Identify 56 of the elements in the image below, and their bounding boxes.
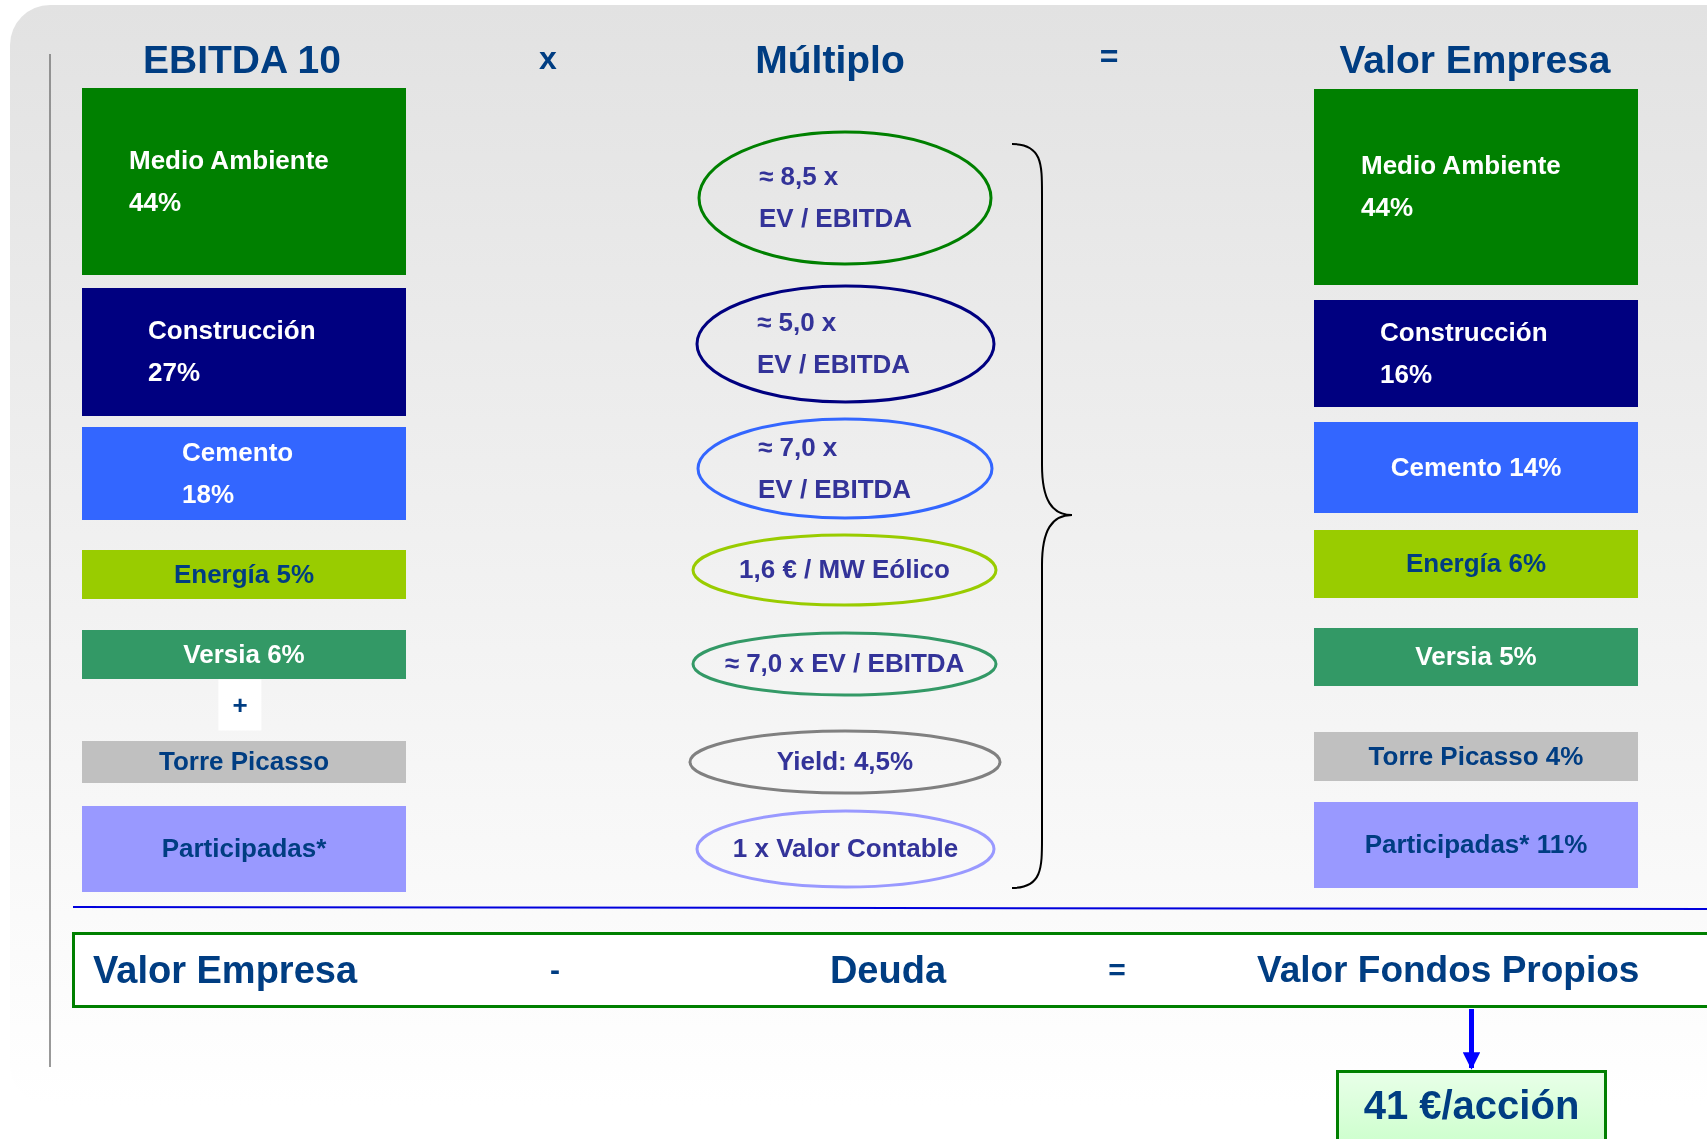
arrow	[1462, 1009, 1481, 1070]
segment-label: Participadas* 11%	[1364, 828, 1588, 862]
segment-box	[1314, 628, 1638, 686]
operator-sign: =	[1099, 37, 1119, 75]
segment-label: 18%	[182, 477, 235, 511]
segment-box	[82, 550, 406, 599]
multiple-label: ≈ 7,0 x	[758, 430, 838, 464]
column-heading: Múltiplo	[755, 38, 905, 82]
multiple-label: ≈ 8,5 x	[759, 160, 839, 194]
segment-box	[1314, 300, 1638, 407]
segment-box	[1314, 530, 1638, 598]
operator-sign: x	[539, 39, 557, 77]
segment-box	[1314, 422, 1638, 513]
segment-label: Torre Picasso 4%	[1368, 739, 1584, 773]
segment-box	[1314, 89, 1638, 285]
segment-label: Versia 5%	[1415, 640, 1537, 674]
segment-label: Construcción	[1380, 315, 1548, 349]
multiple-label: EV / EBITDA	[757, 348, 911, 381]
formula-term: Deuda	[828, 948, 948, 993]
segment-label: 27%	[148, 356, 201, 389]
segment-label: Torre Picasso	[158, 745, 329, 779]
multiple-label: ≈ 5,0 x	[757, 306, 837, 340]
segment-label: Participadas*	[161, 832, 327, 866]
segment-label: Energía 6%	[1405, 547, 1547, 581]
segment-label: 44%	[1361, 191, 1414, 224]
segment-box	[1314, 802, 1638, 888]
segment-label: Medio Ambiente	[1361, 149, 1561, 183]
segment-label: Versia 6%	[183, 637, 305, 671]
segment-box	[82, 806, 406, 892]
segment-box	[82, 288, 406, 416]
multiple-label: ≈ 7,0 x EV / EBITDA	[724, 647, 965, 681]
segment-label: Cemento	[182, 435, 294, 469]
multiple-label: 1,6 € / MW Eólico	[739, 553, 950, 587]
segment-box	[82, 88, 406, 275]
segment-box	[82, 427, 406, 520]
multiple-label: EV / EBITDA	[759, 202, 913, 235]
segment-label: Construcción	[148, 314, 316, 348]
segment-label: Medio Ambiente	[129, 143, 329, 177]
segment-label: 16%	[1380, 357, 1433, 391]
result-box	[1336, 1070, 1607, 1139]
segment-box	[1314, 732, 1638, 781]
column-heading: EBITDA 10	[143, 38, 341, 82]
formula-band	[72, 932, 1707, 1008]
formula-term: Valor Fondos Propios	[1257, 948, 1640, 992]
segment-box	[82, 630, 406, 679]
segment-label: Energía 5%	[173, 557, 315, 591]
operator-sign: +	[218, 679, 262, 731]
column-heading: Valor Empresa	[1339, 38, 1611, 82]
multiple-label: 1 x Valor Contable	[732, 832, 959, 866]
segment-box	[82, 741, 406, 783]
multiple-label: Yield: 4,5%	[776, 745, 914, 779]
segment-label: Cemento 14%	[1390, 450, 1562, 484]
result-value: 41 €/acción	[1363, 1082, 1580, 1129]
multiple-label: EV / EBITDA	[758, 472, 912, 506]
formula-term: Valor Empresa	[93, 948, 358, 993]
segment-label: 44%	[129, 185, 182, 219]
